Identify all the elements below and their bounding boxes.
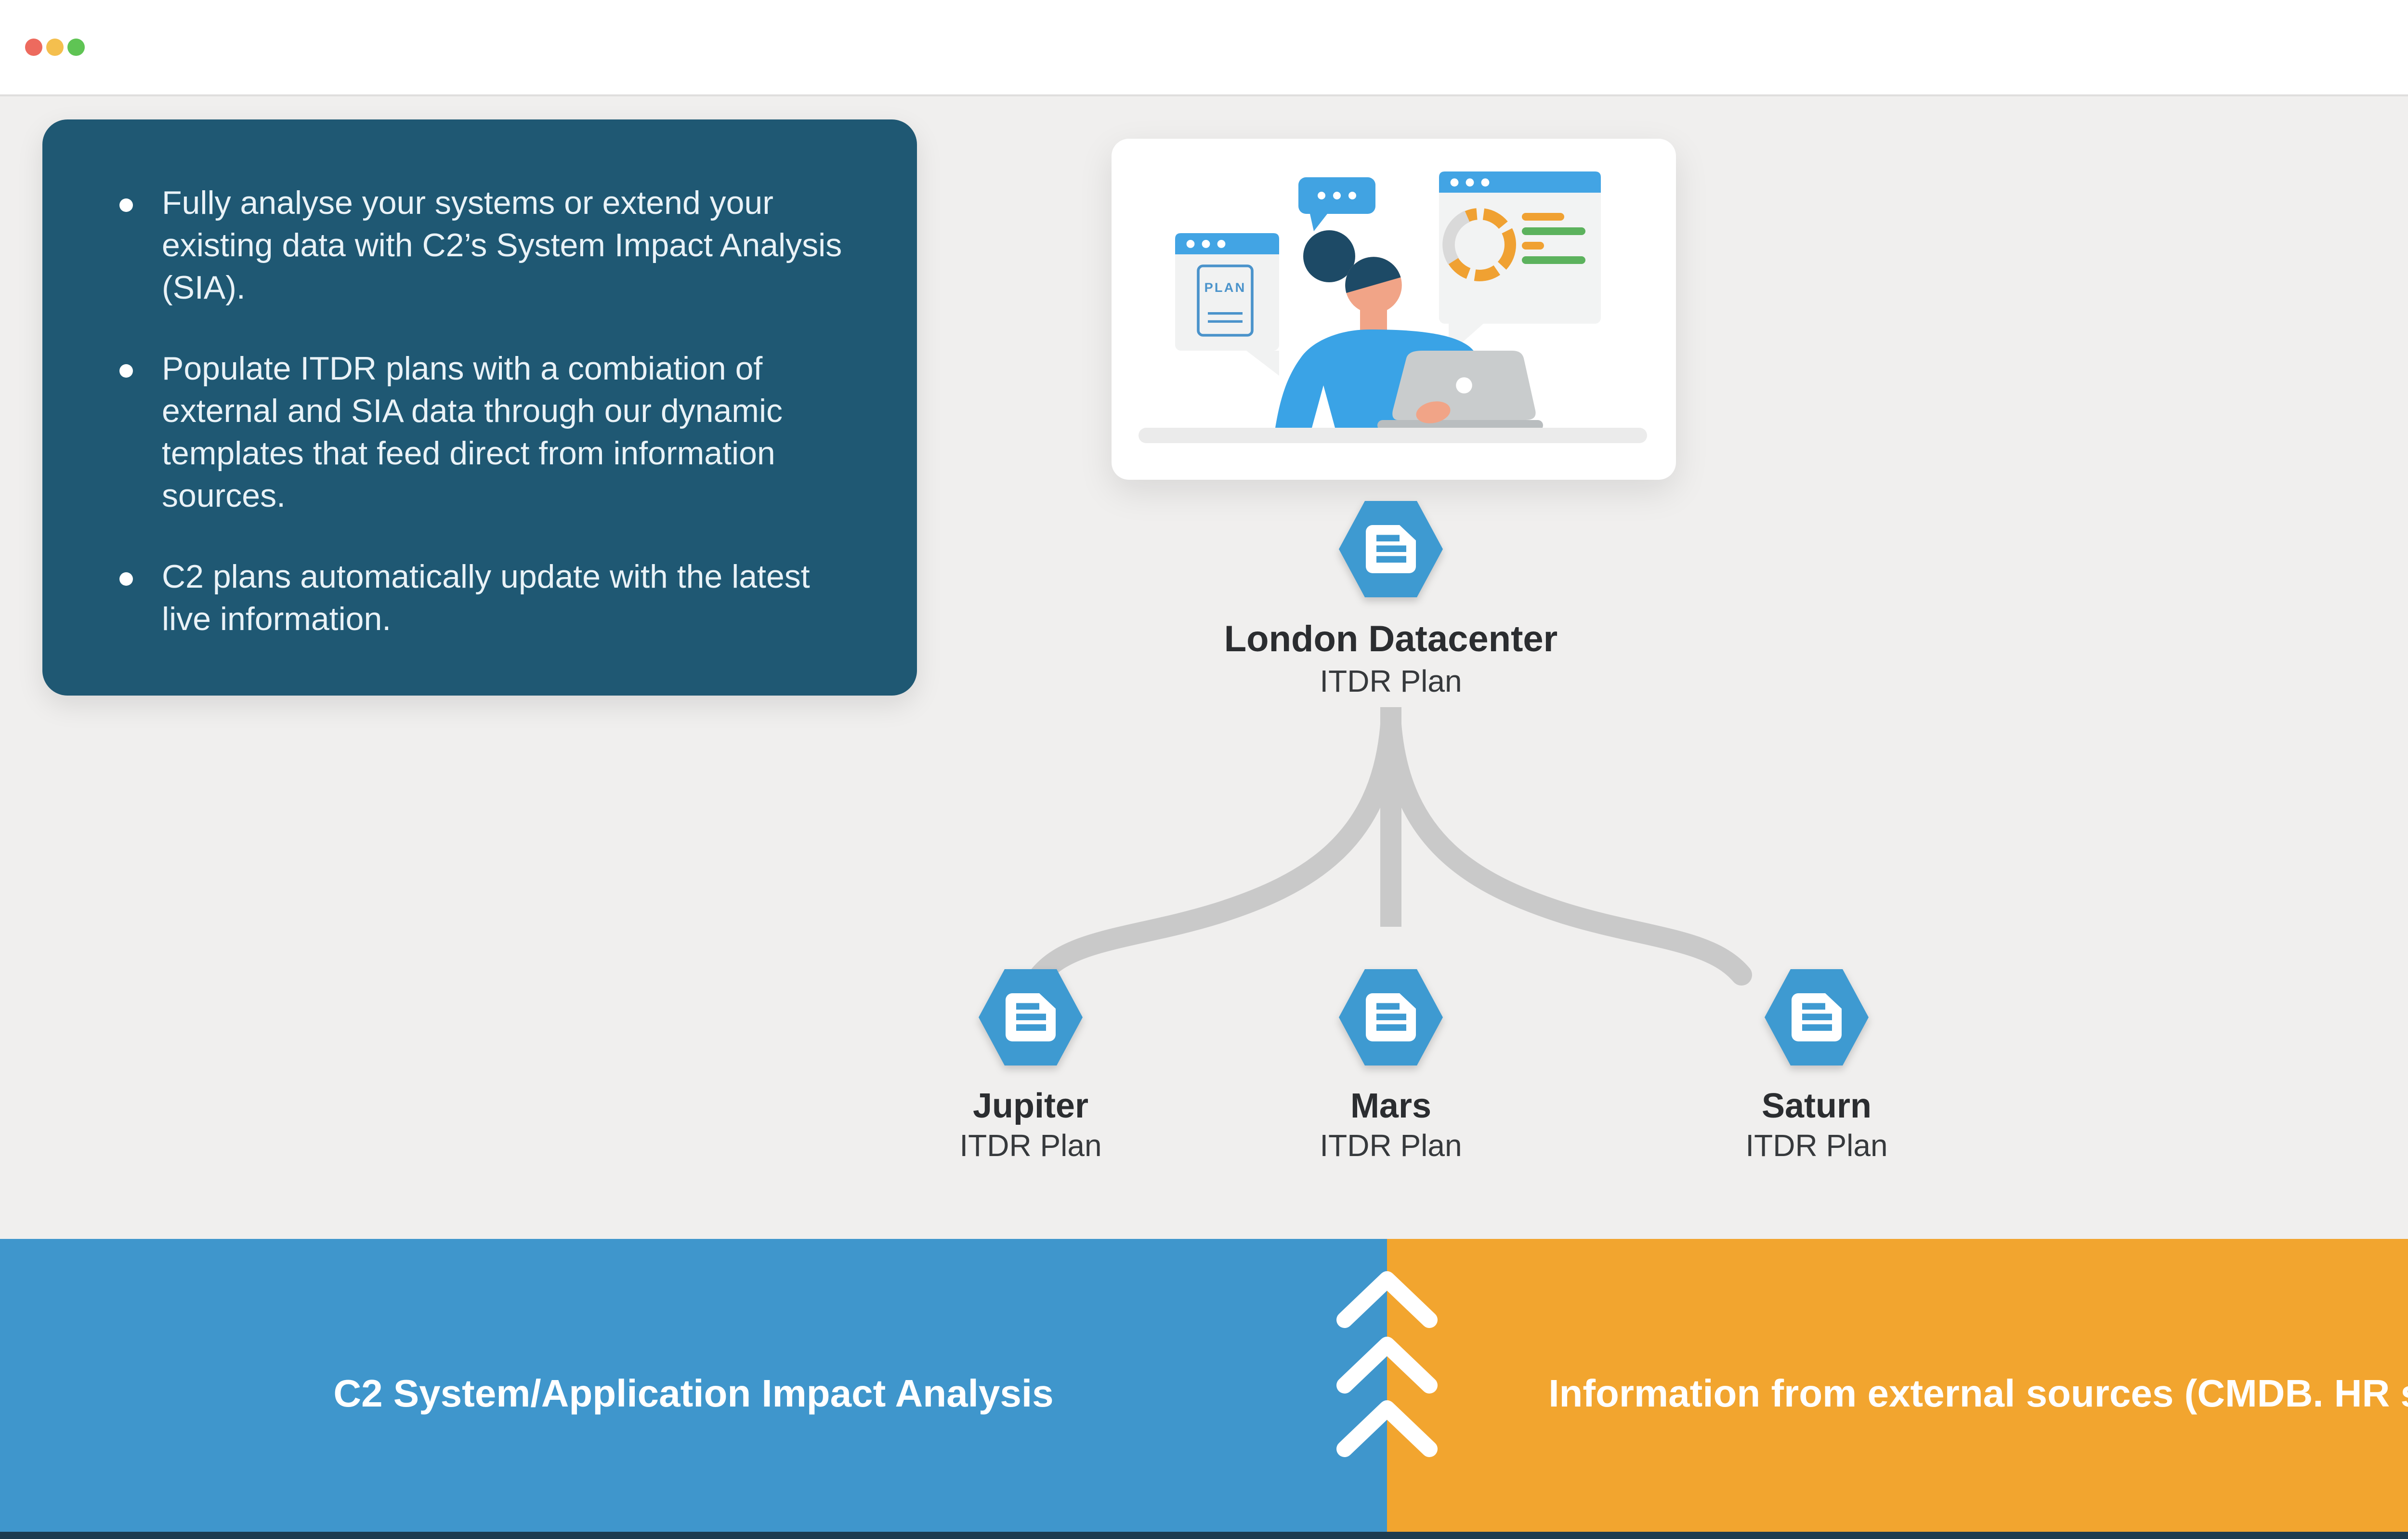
node-jupiter-plan-type: ITDR Plan: [959, 1131, 1102, 1164]
footer-left-label: C2 System/Application Impact Analysis: [333, 1374, 1054, 1416]
node-london-plan-type: ITDR Plan: [1320, 667, 1462, 699]
node-jupiter-name: Jupiter: [972, 1087, 1088, 1125]
chat-bubble-icon: [1298, 177, 1375, 231]
bullet-item: Populate ITDR plans with a combiation of…: [116, 349, 867, 518]
close-button[interactable]: [24, 38, 42, 56]
desk-surface: [1139, 428, 1647, 443]
chevron-up-icons: [1336, 1271, 1438, 1457]
bullet-item: C2 plans automatically update with the l…: [116, 557, 867, 642]
node-mars-name: Mars: [1350, 1087, 1432, 1125]
footer-left-banner: [0, 1239, 1387, 1531]
plan-document-label: PLAN: [1204, 280, 1246, 295]
info-panel: Fully analyse your systems or extend you…: [42, 119, 917, 696]
footer-right-banner: [1387, 1239, 2408, 1531]
footer-bottom-strip: [0, 1531, 2408, 1539]
node-mars-plan-type: ITDR Plan: [1320, 1131, 1462, 1164]
document-hexagon-icon: [1339, 969, 1443, 1065]
zoom-button[interactable]: [66, 38, 85, 56]
window-titlebar: [0, 0, 2408, 94]
bullet-list: Fully analyse your systems or extend you…: [116, 183, 867, 642]
node-saturn-plan-type: ITDR Plan: [1745, 1131, 1888, 1164]
browser-window-plan-icon: PLAN: [1175, 233, 1279, 376]
minimize-button[interactable]: [45, 38, 64, 56]
workspace-illustration: PLAN: [1139, 171, 1647, 443]
document-hexagon-icon: [1339, 501, 1443, 597]
footer-right-label: Information from external sources (CMDB.…: [1548, 1374, 2408, 1416]
node-london-name: London Datacenter: [1224, 620, 1558, 661]
browser-window-chart-icon: [1439, 171, 1601, 355]
document-hexagon-icon: [979, 969, 1083, 1065]
document-hexagon-icon: [1765, 969, 1869, 1065]
bullet-item: Fully analyse your systems or extend you…: [116, 183, 867, 310]
illustration-card: PLAN: [1112, 139, 1676, 480]
node-saturn-name: Saturn: [1761, 1087, 1871, 1125]
